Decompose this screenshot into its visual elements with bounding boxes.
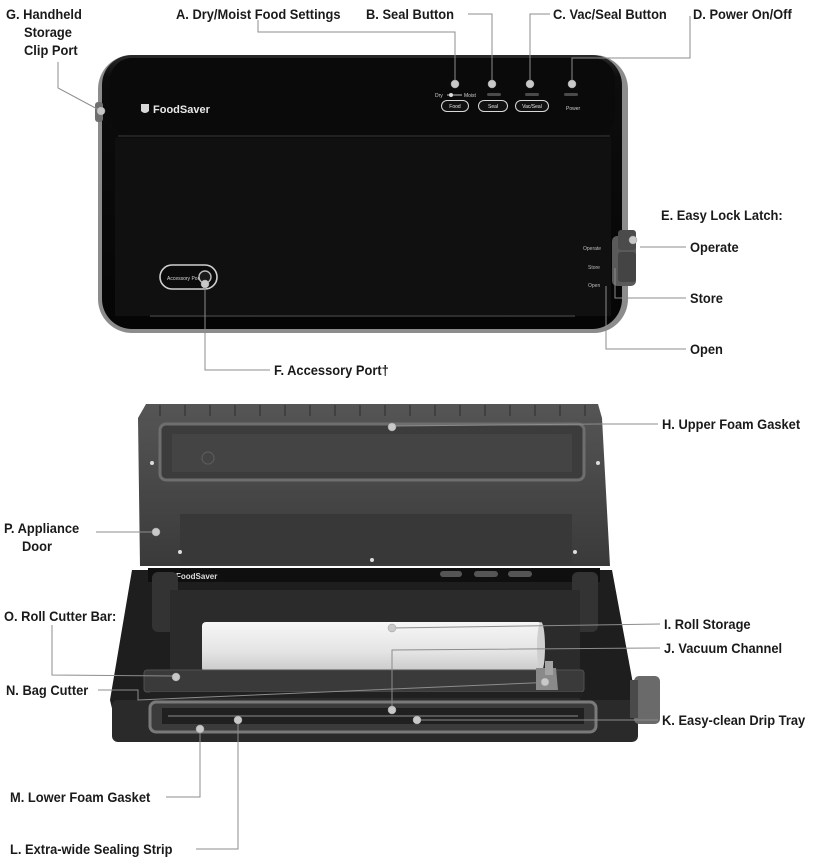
door-pin-br — [573, 550, 577, 554]
label-c: C. Vac/Seal Button — [553, 6, 667, 22]
leader-i — [391, 623, 661, 629]
base-button-1 — [440, 571, 462, 577]
label-i: I. Roll Storage — [664, 616, 751, 632]
label-b: B. Seal Button — [366, 6, 455, 22]
dot-e — [628, 235, 638, 245]
leader-d — [571, 16, 691, 82]
label-f: F. Accessory Port† — [274, 362, 389, 378]
label-n: N. Bag Cutter — [6, 682, 89, 698]
leader-g — [57, 62, 102, 112]
leader-c — [529, 13, 550, 82]
vacseal-button: Vac/Seal — [515, 100, 549, 112]
leader-f — [204, 284, 270, 371]
leader-e-store — [614, 268, 686, 299]
dot-n — [540, 677, 550, 687]
leader-o — [51, 625, 176, 677]
label-e-operate: Operate — [690, 239, 739, 255]
brand-shield-icon — [141, 104, 149, 113]
moist-label: Moist — [464, 93, 477, 99]
leader-h — [391, 423, 658, 427]
dot-k — [412, 715, 422, 725]
dot-i — [387, 623, 397, 633]
closed-appliance: FoodSaver Dry Moist Power Accessory Port… — [95, 55, 636, 333]
base-button-2 — [474, 571, 498, 577]
label-e-open: Open — [690, 341, 723, 357]
food-button: Food — [441, 100, 469, 112]
door-pin-center — [370, 558, 374, 562]
dot-o — [171, 672, 181, 682]
power-label: Power — [566, 106, 581, 112]
latch-operate-text: Operate — [583, 246, 601, 252]
door-pin-right — [596, 461, 600, 465]
latch-open-text: Open — [588, 283, 600, 289]
door-screw — [201, 451, 215, 465]
label-m: M. Lower Foam Gasket — [10, 789, 151, 805]
dot-f — [200, 279, 210, 289]
dot-l — [233, 715, 243, 725]
control-strip — [110, 58, 615, 136]
seal-light — [487, 93, 501, 96]
leader-l — [196, 720, 239, 850]
label-p-line1: P. Appliance — [4, 520, 80, 536]
label-j: J. Vacuum Channel — [664, 640, 783, 656]
leader-lines — [51, 13, 691, 850]
latch-handle — [612, 230, 636, 286]
roll-storage — [202, 622, 542, 672]
leader-n — [98, 681, 556, 701]
door-pin-left — [150, 461, 154, 465]
cutter-shadow — [150, 692, 582, 698]
dot-b — [487, 79, 497, 89]
label-p-line2: Door — [22, 538, 53, 554]
label-h: H. Upper Foam Gasket — [662, 416, 801, 432]
power-light — [564, 93, 578, 96]
dot-h — [387, 422, 397, 432]
latch-store-text: Store — [588, 265, 600, 271]
seal-button: Seal — [478, 100, 508, 112]
dot-g — [96, 106, 106, 116]
label-d: D. Power On/Off — [693, 6, 792, 22]
door-lower-panel — [180, 514, 572, 564]
dot-p — [151, 527, 161, 537]
leader-e-open — [605, 286, 686, 350]
door-ridges — [159, 405, 586, 416]
base-button-3 — [508, 571, 532, 577]
vacseal-light — [525, 93, 539, 96]
accessory-port-label: Accessory Port — [167, 276, 201, 282]
brand-logo-base: FoodSaver — [176, 572, 217, 581]
base-latch-mount — [630, 680, 638, 718]
marker-dots — [96, 79, 638, 734]
roll-cutter-bar — [143, 669, 585, 693]
label-a: A. Dry/Moist Food Settings — [176, 6, 341, 22]
label-k: K. Easy-clean Drip Tray — [662, 712, 806, 728]
dry-label: Dry — [435, 93, 443, 99]
dot-a — [450, 79, 460, 89]
dot-j — [387, 705, 397, 715]
roll-end — [537, 622, 545, 672]
label-o: O. Roll Cutter Bar: — [4, 608, 117, 624]
leader-m — [166, 731, 201, 798]
label-g-line3: Clip Port — [24, 42, 78, 58]
slider-indicator — [449, 93, 453, 97]
leader-b — [468, 13, 493, 82]
dot-d — [567, 79, 577, 89]
door-pin-bl — [178, 550, 182, 554]
label-g-line1: G. Handheld — [6, 6, 82, 22]
bag-cutter-knob — [545, 661, 553, 675]
brand-logo: FoodSaver — [153, 104, 211, 116]
leader-j — [391, 647, 661, 710]
leader-a — [257, 20, 456, 82]
label-g-line2: Storage — [24, 24, 72, 40]
label-e-store: Store — [690, 290, 723, 306]
dot-c — [525, 79, 535, 89]
base-latch — [634, 676, 660, 724]
upper-gasket-inner — [172, 434, 572, 472]
label-l: L. Extra-wide Sealing Strip — [10, 841, 173, 857]
label-e: E. Easy Lock Latch: — [661, 207, 783, 223]
open-appliance: FoodSaver — [110, 404, 660, 742]
dot-m — [195, 724, 205, 734]
